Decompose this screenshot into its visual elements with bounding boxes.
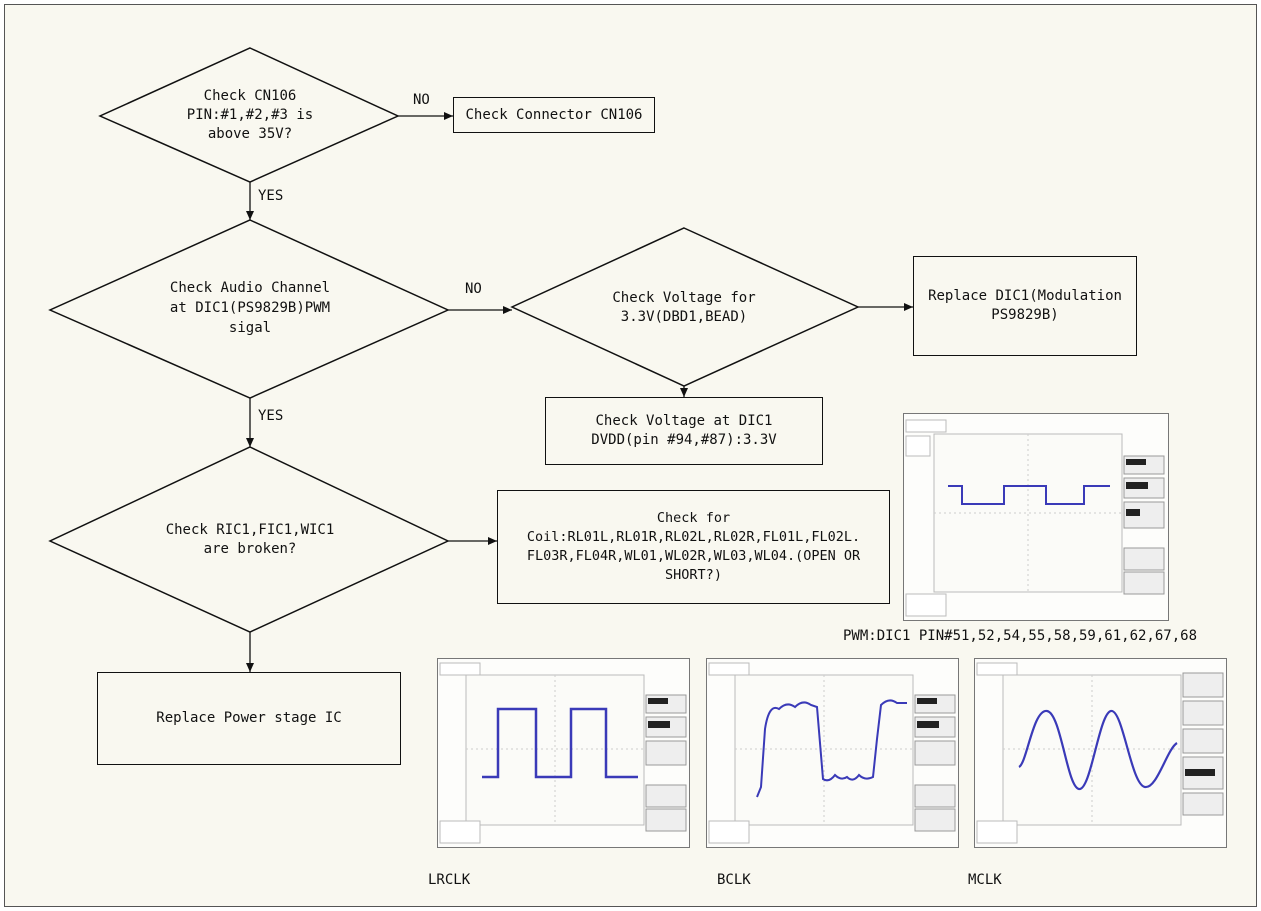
label-yes-2: YES <box>258 408 283 424</box>
box-coil-line-1: Check for <box>656 510 731 526</box>
caption-mclk: MCLK <box>968 872 1002 888</box>
box-voltage-dic1-line-2: DVDD(pin #94,#87):3.3V <box>591 432 777 448</box>
scope-lrclk-screen <box>439 662 687 844</box>
box-coil-line-3: FL03R,FL04R,WL01,WL02R,WL03,WL04.(OPEN O… <box>526 548 861 564</box>
scope-pwm-screen <box>905 419 1165 617</box>
label-yes-1: YES <box>258 188 283 204</box>
scope-mclk-screen <box>976 662 1224 844</box>
caption-pwm: PWM:DIC1 PIN#51,52,54,55,58,59,61,62,67,… <box>843 628 1198 644</box>
label-no-2: NO <box>465 281 482 297</box>
decision-voltage-shape <box>510 227 860 387</box>
decision-ric-line-1: Check RIC1,FIC1,WIC1 <box>166 522 335 538</box>
scope-bclk-screen <box>708 662 956 844</box>
decision-ric-shape <box>48 446 450 633</box>
decision-cn106-line-2: PIN:#1,#2,#3 is <box>187 107 313 123</box>
decision-ric-line-2: are broken? <box>204 541 297 557</box>
decision-audio-line-1: Check Audio Channel <box>170 280 330 296</box>
scope-mclk <box>974 658 1227 848</box>
box-check-connector-text: Check Connector CN106 <box>465 106 643 123</box>
box-voltage-dic1: Check Voltage at DIC1 DVDD(pin #94,#87):… <box>545 397 823 465</box>
box-coil-line-2: Coil:RL01L,RL01R,RL02L,RL02R,FL01L,FL02L… <box>526 529 861 545</box>
decision-voltage-line-1: Check Voltage for <box>612 290 755 306</box>
box-replace-power-text: Replace Power stage IC <box>156 710 342 726</box>
box-voltage-dic1-line-1: Check Voltage at DIC1 <box>595 413 773 429</box>
box-replace-power-stage: Replace Power stage IC <box>97 672 401 765</box>
caption-lrclk: LRCLK <box>428 872 471 888</box>
scope-lrclk <box>437 658 690 848</box>
decision-voltage-line-2: 3.3V(DBD1,BEAD) <box>621 309 747 325</box>
scope-bclk <box>706 658 959 848</box>
decision-audio-line-3: sigal <box>229 320 271 336</box>
box-replace-dic1: Replace DIC1(Modulation PS9829B) <box>913 256 1137 356</box>
box-replace-dic1-line-1: Replace DIC1(Modulation <box>928 288 1122 304</box>
label-no-1: NO <box>413 92 430 108</box>
decision-audio-line-2: at DIC1(PS9829B)PWM <box>170 300 330 316</box>
caption-bclk: BCLK <box>717 872 751 888</box>
box-check-connector: Check Connector CN106 <box>453 97 655 133</box>
scope-pwm <box>903 413 1169 621</box>
box-coil-line-4: SHORT?) <box>665 567 722 583</box>
decision-cn106-line-1: Check CN106 <box>204 88 297 104</box>
decision-cn106-line-3: above 35V? <box>208 126 292 142</box>
box-replace-dic1-line-2: PS9829B) <box>991 307 1059 323</box>
box-check-coil: Check for Coil:RL01L,RL01R,RL02L,RL02R,F… <box>497 490 890 604</box>
